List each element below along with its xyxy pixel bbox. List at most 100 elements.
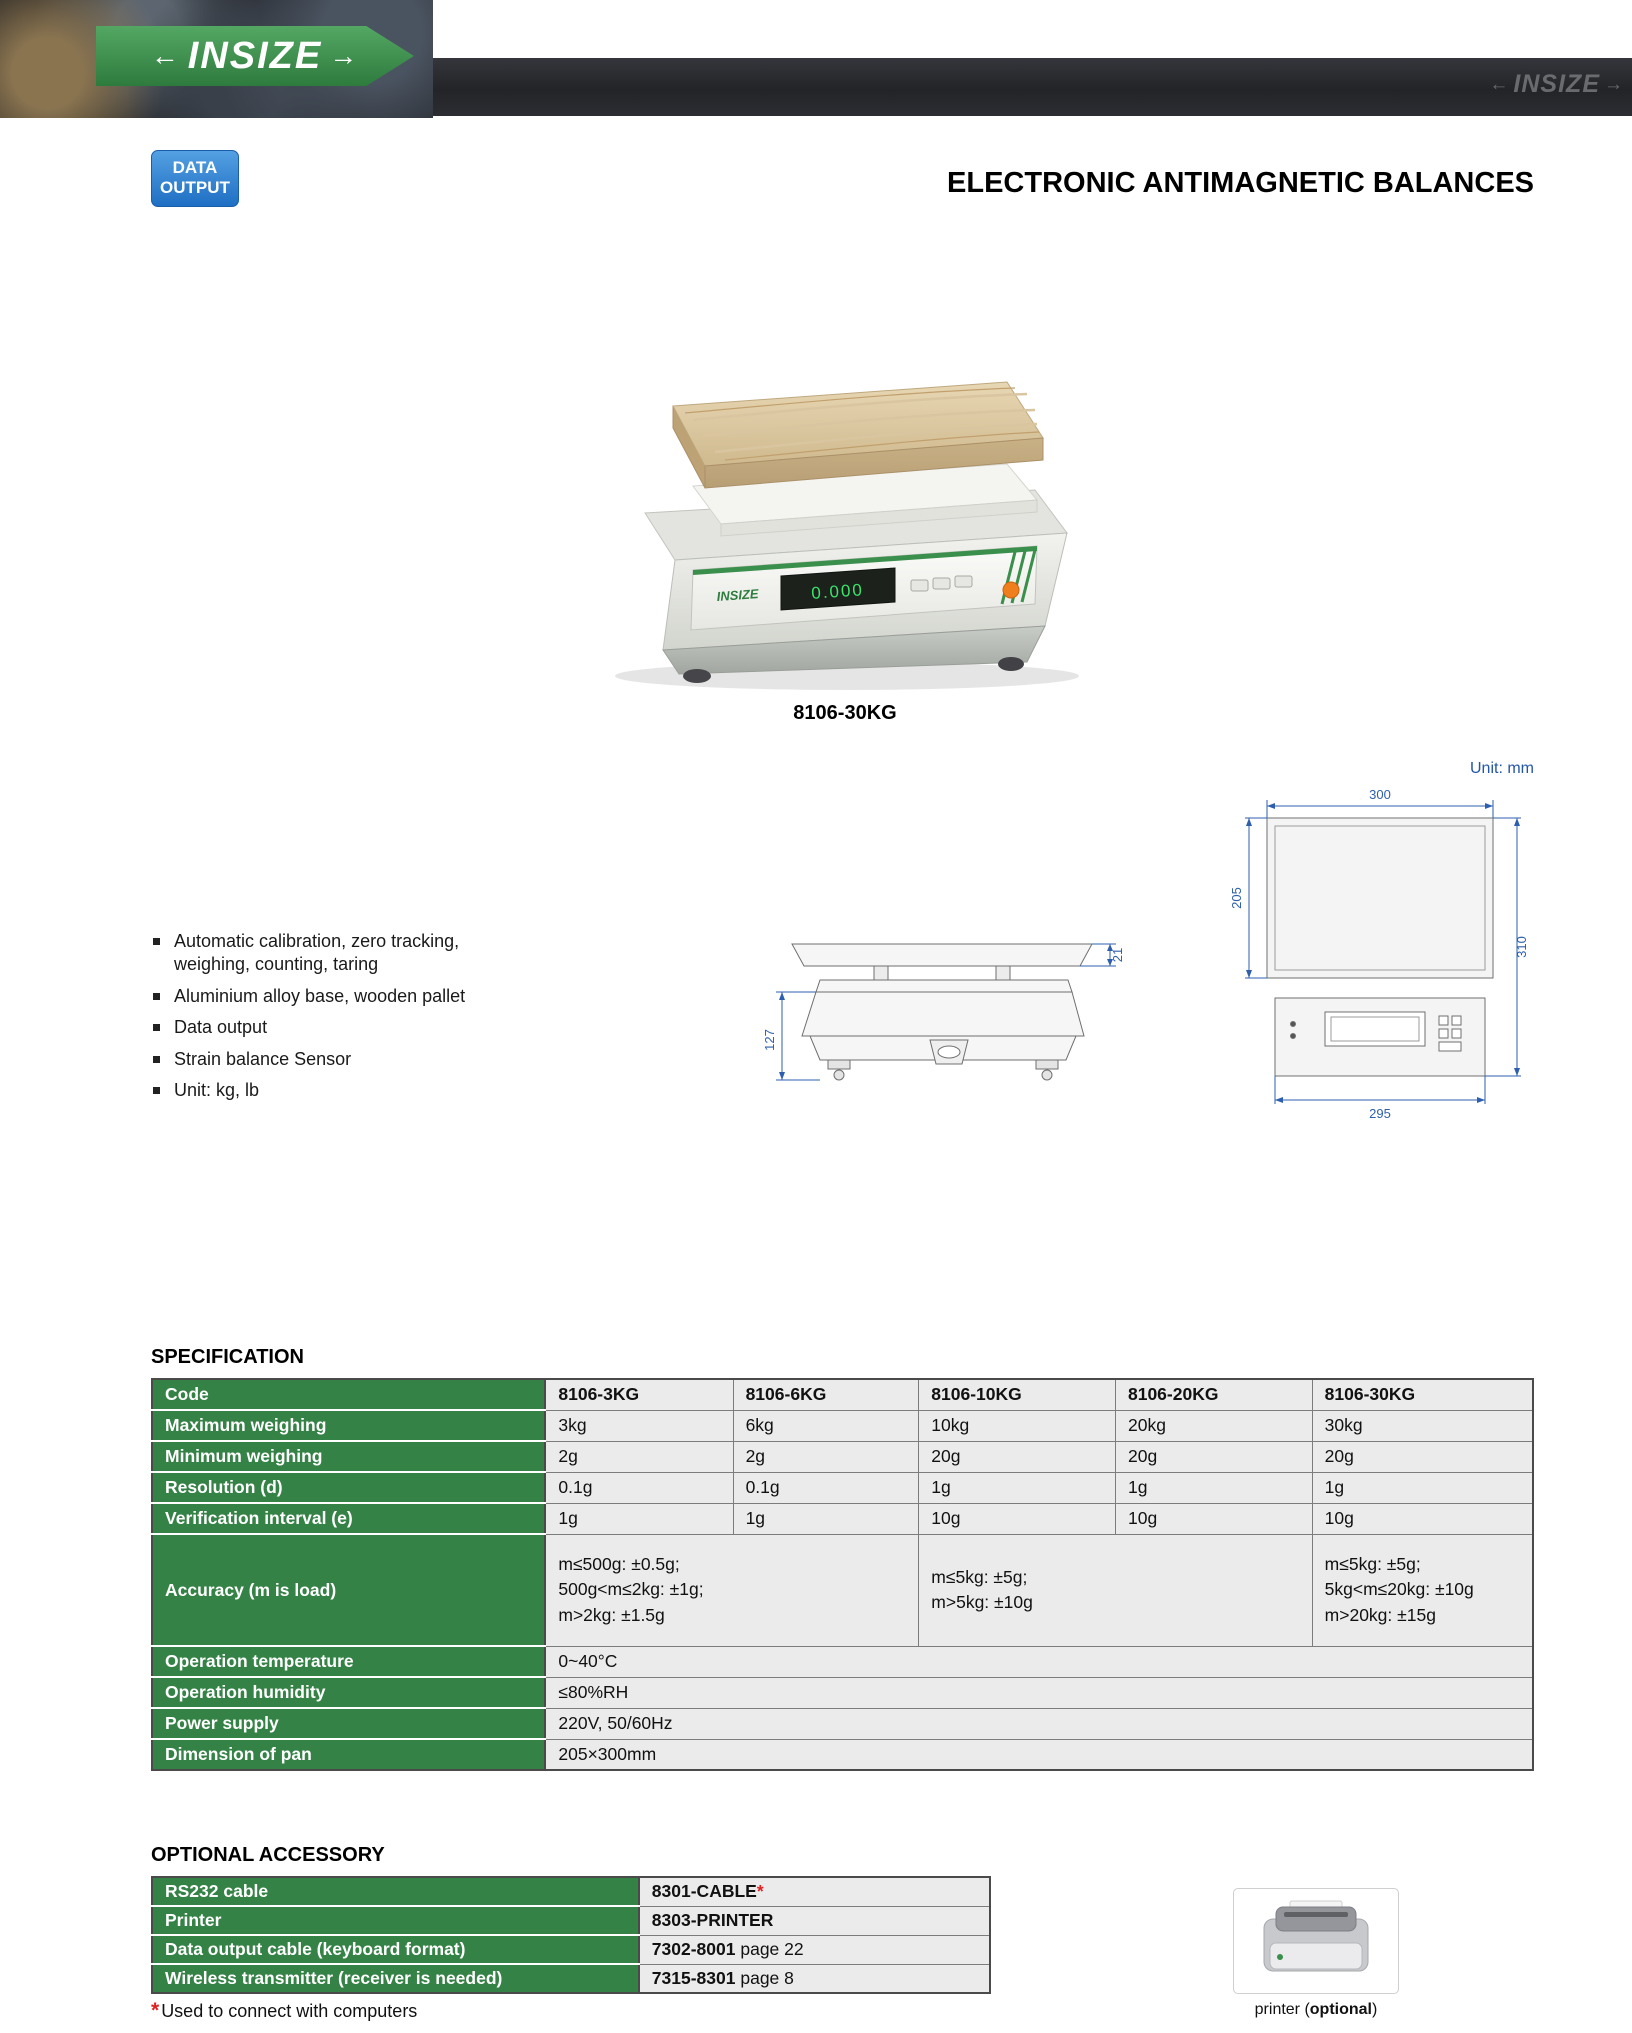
spec-row: Verification interval (e) 1g 1g 10g 10g … — [150, 1502, 1534, 1535]
insize-logo: ← INSIZE → — [96, 26, 414, 86]
tv-key-wide — [1438, 1041, 1462, 1052]
specification-heading: SPECIFICATION — [151, 1346, 304, 1368]
accessory-asterisk: * — [756, 1881, 764, 1902]
dim-width-top-label: 300 — [1369, 787, 1391, 802]
printer-caption-pre: printer ( — [1254, 2001, 1310, 2018]
dim-side-height-label: 127 — [762, 1029, 777, 1051]
dim-pallet-height-label: 21 — [1110, 948, 1125, 962]
spec-value: ≤80%RH — [544, 1676, 1534, 1709]
logo-text: INSIZE — [187, 34, 323, 77]
tv-key — [1451, 1028, 1462, 1039]
watermark-arrow-left-icon: ← — [1489, 73, 1510, 95]
spec-value: 1g — [544, 1502, 734, 1535]
spec-value: 30kg — [1311, 1409, 1534, 1442]
spec-value: 10g — [1114, 1502, 1313, 1535]
feature-text: Aluminium alloy base, wooden pallet — [174, 985, 466, 1006]
spec-accuracy-cell: m≤5kg: ±5g; m>5kg: ±10g — [918, 1533, 1313, 1647]
bullet-square-icon — [153, 1055, 160, 1063]
spec-row: Dimension of pan 205×300mm — [150, 1738, 1534, 1771]
tv-display-inner — [1330, 1016, 1420, 1042]
spec-value: 20g — [918, 1440, 1116, 1473]
spec-value: 3kg — [544, 1409, 734, 1442]
product-caption: 8106-30KG — [793, 702, 897, 724]
accessory-label: Printer — [151, 1905, 640, 1936]
feature-text: Strain balance Sensor — [174, 1048, 352, 1069]
panel-button — [910, 579, 929, 592]
spec-value: 0~40°C — [544, 1645, 1534, 1678]
spec-value: 1g — [918, 1471, 1116, 1504]
data-output-badge: DATA OUTPUT — [151, 150, 239, 207]
spec-label: Maximum weighing — [150, 1409, 547, 1442]
spec-label: Power supply — [150, 1707, 547, 1740]
panel-green-stripe — [693, 546, 1037, 575]
specification-table: Code 8106-3KG 8106-6KG 8106-10KG 8106-20… — [150, 1378, 1534, 1771]
dim-pan-depth-label: 205 — [1229, 887, 1244, 909]
sv-connector-port — [937, 1045, 961, 1059]
sv-foot — [1035, 1059, 1059, 1070]
bullet-square-icon — [153, 992, 160, 1000]
tv-indicator — [1290, 1021, 1296, 1027]
tv-key — [1438, 1015, 1449, 1026]
spec-value: 10g — [1311, 1502, 1534, 1535]
sv-post — [873, 965, 889, 981]
scale-foot-right — [998, 657, 1024, 671]
footnote-text: Used to connect with computers — [161, 2001, 418, 2021]
spec-label: Operation temperature — [150, 1645, 547, 1678]
scale-base — [662, 625, 1046, 675]
sv-pallet — [791, 943, 1093, 967]
printer-top-roller — [1275, 1906, 1357, 1932]
spec-row-code: Code 8106-3KG 8106-6KG 8106-10KG 8106-20… — [150, 1378, 1534, 1411]
spec-row: Power supply 220V, 50/60Hz — [150, 1707, 1534, 1740]
dim-total-depth-label: 310 — [1514, 936, 1529, 958]
accessory-row: Wireless transmitter (receiver is needed… — [151, 1963, 992, 1994]
accessory-value: 7315-8301 page 8 — [638, 1963, 992, 1994]
accessory-suffix: page 8 — [735, 1967, 794, 1988]
spec-accuracy-cell: m≤500g: ±0.5g; 500g<m≤2kg: ±1g; m>2kg: ±… — [544, 1533, 920, 1647]
bullet-square-icon — [153, 1086, 160, 1094]
sv-post — [995, 965, 1011, 981]
accessory-value: 8303-PRINTER — [638, 1905, 992, 1936]
spec-label: Operation humidity — [150, 1676, 547, 1709]
footnote-asterisk: * — [151, 1999, 160, 2022]
printer-caption-post: ) — [1372, 2001, 1378, 2018]
spec-value: 2g — [732, 1440, 920, 1473]
feature-text: Unit: kg, lb — [174, 1079, 260, 1100]
tv-pan-inner — [1274, 825, 1486, 971]
spec-value: 8106-3KG — [544, 1378, 734, 1411]
accessory-label: RS232 cable — [151, 1876, 640, 1907]
spec-row: Minimum weighing 2g 2g 20g 20g 20g — [150, 1440, 1534, 1473]
feature-text: Automatic calibration, zero tracking, we… — [174, 931, 460, 975]
spec-value: 20g — [1114, 1440, 1313, 1473]
spec-value: 0.1g — [544, 1471, 734, 1504]
panel-brand-text: INSIZE — [716, 586, 759, 604]
lcd-display-value: 0.000 — [811, 580, 865, 603]
spec-row: Maximum weighing 3kg 6kg 10kg 20kg 30kg — [150, 1409, 1534, 1442]
printer-paper-slot — [1284, 1912, 1348, 1917]
spec-value: 2g — [544, 1440, 734, 1473]
spec-value: 205×300mm — [544, 1738, 1534, 1771]
spec-value: 10g — [918, 1502, 1116, 1535]
printer-image-box — [1233, 1888, 1399, 1994]
power-button — [1002, 581, 1020, 599]
accessory-value: 8301-CABLE* — [638, 1876, 992, 1907]
panel-button — [954, 575, 973, 588]
tv-key — [1451, 1015, 1462, 1026]
spec-value: 1g — [1114, 1471, 1313, 1504]
top-view-drawing: 300 205 310 295 — [1229, 787, 1529, 1121]
spec-row: Operation humidity ≤80%RH — [150, 1676, 1534, 1709]
sv-foot — [827, 1059, 851, 1070]
spec-label: Minimum weighing — [150, 1440, 547, 1473]
accessory-code: 7315-8301 — [651, 1967, 736, 1988]
scale-foot-left — [683, 669, 711, 683]
feature-item: Automatic calibration, zero tracking, we… — [151, 930, 523, 977]
tv-indicator — [1290, 1033, 1296, 1039]
watermark-arrow-right-icon: → — [1604, 73, 1624, 95]
spec-value: 8106-20KG — [1114, 1378, 1313, 1411]
logo-arrow-left-icon: ← — [150, 40, 181, 71]
lcd-bezel — [780, 567, 896, 611]
printer-power-led — [1277, 1954, 1283, 1960]
tv-key — [1438, 1028, 1449, 1039]
spec-label: Dimension of pan — [150, 1738, 547, 1771]
feature-item: Data output — [151, 1016, 523, 1039]
